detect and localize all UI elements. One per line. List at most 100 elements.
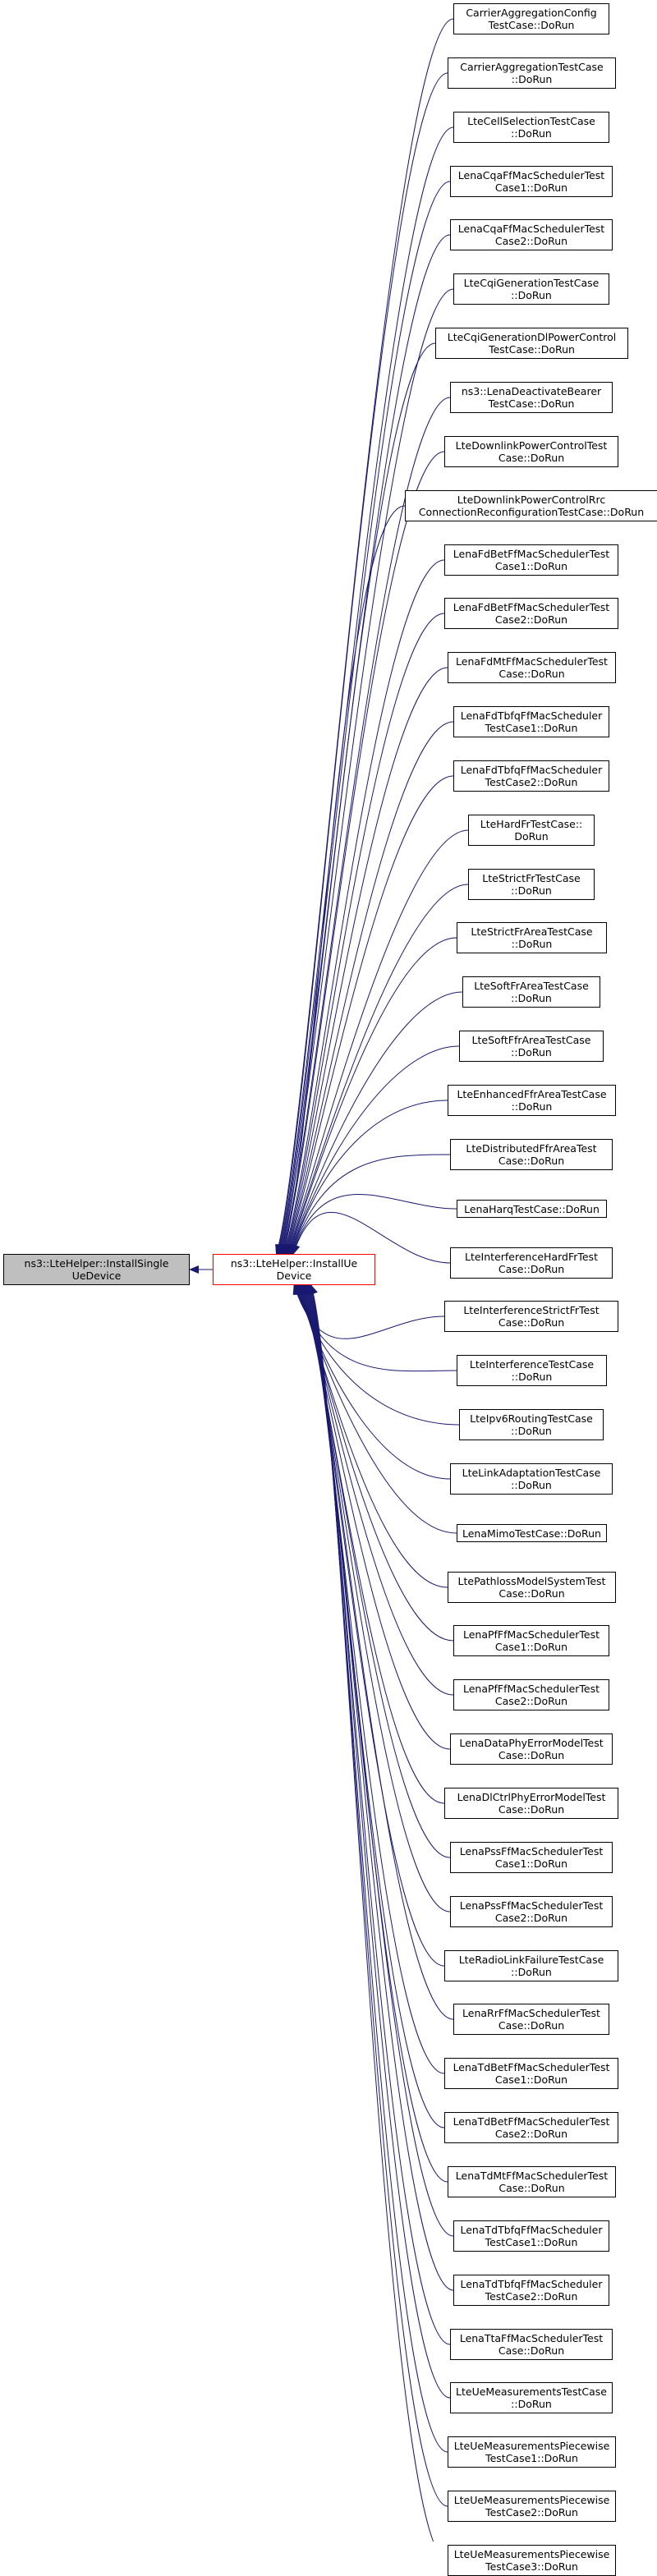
edge-caller-3-to-hub bbox=[277, 181, 451, 1255]
caller-node-44[interactable]: LteUeMeasurementsTestCase::DoRun bbox=[450, 2382, 613, 2413]
node-label-line: LenaDlCtrlPhyErrorModelTest bbox=[457, 1791, 606, 1803]
node-label-line: ConnectionReconfigurationTestCase::DoRun bbox=[418, 506, 645, 518]
node-label-line: Case::DoRun bbox=[498, 2344, 565, 2357]
caller-node-36[interactable]: LteRadioLinkFailureTestCase::DoRun bbox=[444, 1950, 618, 1981]
node-label-line: ::DoRun bbox=[511, 938, 553, 950]
node-label-line: Case1::DoRun bbox=[494, 181, 568, 194]
node-label-line: ::DoRun bbox=[511, 1966, 552, 1978]
node-label-line: LteHardFrTestCase:: bbox=[480, 818, 583, 830]
caller-node-20[interactable]: LteEnhancedFfrAreaTestCase::DoRun bbox=[448, 1085, 616, 1116]
node-label-line: Case::DoRun bbox=[498, 1263, 565, 1275]
node-label-line: LteStrictFrAreaTestCase bbox=[471, 925, 593, 938]
node-label-line: ::DoRun bbox=[511, 1046, 552, 1058]
node-label-line: LteLinkAdaptationTestCase bbox=[462, 1467, 601, 1479]
node-label-line: LteDownlinkPowerControlRrc bbox=[457, 494, 606, 506]
caller-node-22[interactable]: LenaHarqTestCase::DoRun bbox=[457, 1200, 607, 1218]
edge-caller-45-to-hub bbox=[308, 1284, 448, 2453]
node-label-line: LteInterferenceHardFrTest bbox=[465, 1251, 598, 1263]
caller-node-25[interactable]: LteInterferenceTestCase::DoRun bbox=[457, 1355, 607, 1386]
node-label-line: UeDevice bbox=[71, 1270, 122, 1282]
edge-caller-33-to-hub bbox=[299, 1284, 445, 1804]
node-label-line: TestCase1::DoRun bbox=[485, 2452, 578, 2464]
edge-caller-1-to-hub bbox=[276, 72, 448, 1255]
node-label-line: LenaTdMtFfMacSchedulerTest bbox=[455, 2170, 609, 2182]
caller-node-5[interactable]: LteCqiGenerationTestCase::DoRun bbox=[453, 273, 609, 305]
node-label-line: LteUeMeasurementsTestCase bbox=[456, 2385, 607, 2398]
node-label-line: LteSoftFrAreaTestCase bbox=[474, 980, 589, 992]
edge-caller-19-to-hub bbox=[289, 1045, 460, 1255]
caller-node-16[interactable]: LteStrictFrTestCase::DoRun bbox=[468, 869, 595, 900]
edge-caller-13-to-hub bbox=[284, 721, 454, 1255]
caller-node-1[interactable]: CarrierAggregationTestCase::DoRun bbox=[448, 57, 616, 89]
node-label-line: LenaFdBetFfMacSchedulerTest bbox=[453, 601, 610, 613]
node-label-line: TestCase::DoRun bbox=[488, 19, 575, 31]
caller-node-27[interactable]: LteLinkAdaptationTestCase::DoRun bbox=[450, 1463, 613, 1495]
node-label-line: LteCqiGenerationDlPowerControl bbox=[447, 331, 617, 343]
node-label-line: Case2::DoRun bbox=[494, 1912, 568, 1924]
caller-node-18[interactable]: LteSoftFrAreaTestCase::DoRun bbox=[462, 976, 600, 1008]
node-label-line: LteUeMeasurementsPiecewise bbox=[453, 2494, 610, 2506]
caller-node-19[interactable]: LteSoftFfrAreaTestCase::DoRun bbox=[459, 1031, 604, 1062]
node-label-line: LenaPssFfMacSchedulerTest bbox=[459, 1845, 604, 1857]
node-label-line: LteEnhancedFfrAreaTestCase bbox=[457, 1088, 607, 1100]
edge-caller-6-to-hub bbox=[279, 342, 436, 1255]
node-label-line: ::DoRun bbox=[511, 884, 552, 897]
edge-caller-10-to-hub bbox=[283, 559, 445, 1255]
node-label-line: LenaTdTbfqFfMacScheduler bbox=[460, 2278, 603, 2290]
edge-caller-11-to-hub bbox=[283, 613, 445, 1255]
node-label-line: ::DoRun bbox=[511, 1479, 552, 1491]
node-label-line: TestCase1::DoRun bbox=[485, 2236, 578, 2248]
node-label-line: Case::DoRun bbox=[498, 1316, 565, 1329]
edge-caller-43-to-hub bbox=[306, 1284, 451, 2345]
caller-node-17[interactable]: LteStrictFrAreaTestCase::DoRun bbox=[457, 922, 607, 953]
node-label-line: DoRun bbox=[514, 830, 549, 843]
node-label-line: ::DoRun bbox=[511, 992, 552, 1004]
caller-node-26[interactable]: LteIpv6RoutingTestCase::DoRun bbox=[459, 1409, 604, 1440]
node-label-line: ::DoRun bbox=[511, 73, 553, 85]
node-label-line: LteUeMeasurementsPiecewise bbox=[453, 2548, 610, 2560]
caller-node-15[interactable]: LteHardFrTestCase::DoRun bbox=[468, 815, 595, 846]
caller-node-2[interactable]: LteCellSelectionTestCase::DoRun bbox=[453, 112, 609, 143]
edge-caller-21-to-hub bbox=[291, 1154, 451, 1255]
edge-caller-18-to-hub bbox=[288, 991, 463, 1255]
node-label-line: LenaPfFfMacSchedulerTest bbox=[462, 1628, 600, 1641]
node-label-line: LteDistributedFfrAreaTest bbox=[466, 1142, 597, 1155]
node-label-line: LteInterferenceStrictFrTest bbox=[463, 1304, 600, 1316]
caller-node-28[interactable]: LenaMimoTestCase::DoRun bbox=[457, 1524, 607, 1542]
edge-caller-16-to-hub bbox=[287, 884, 469, 1255]
